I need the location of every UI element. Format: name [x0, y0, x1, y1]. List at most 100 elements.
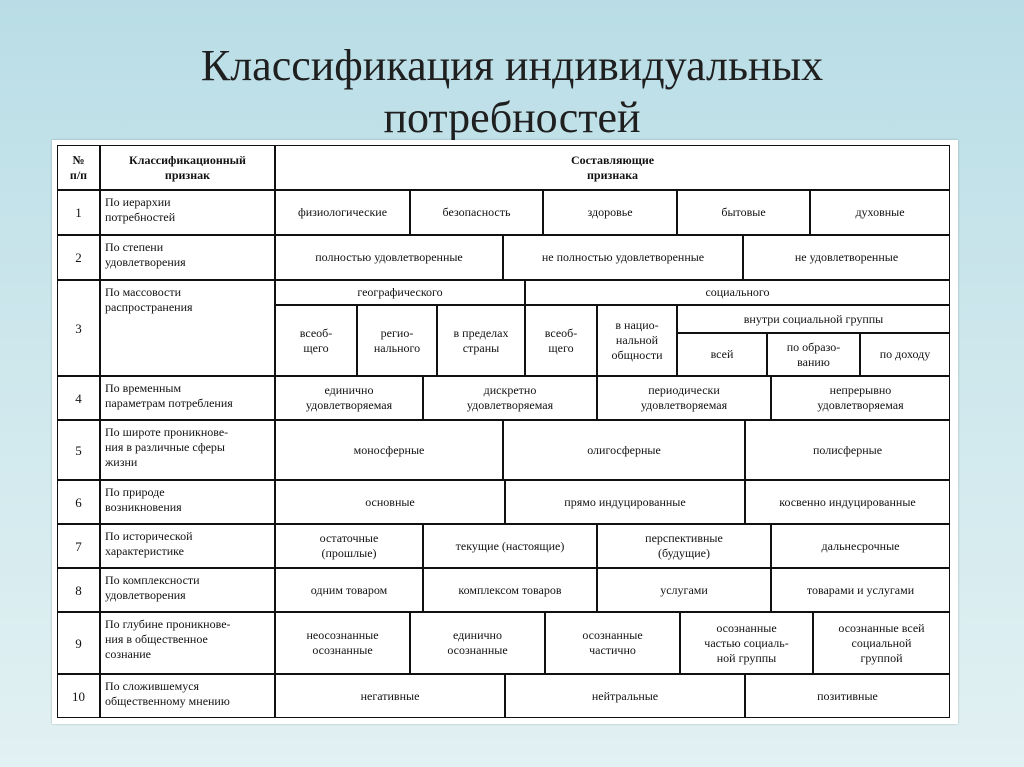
row-3-cell: в пределах страны — [437, 305, 525, 376]
row-4-cell-text: непрерывно удовлетворяемая — [817, 383, 904, 412]
row-3-cell: всеоб- щего — [275, 305, 357, 376]
row-5-cell: моносферные — [275, 420, 503, 480]
row-7-cell: остаточные (прошлые) — [275, 524, 423, 568]
row-7-cell-text: дальнесрочные — [821, 538, 900, 553]
row-7-num-text: 7 — [75, 538, 82, 554]
row-9-cell-text: осознанные всей социальной группой — [838, 620, 925, 665]
row-3-cell-text: по образо- ванию — [786, 339, 841, 369]
row-1-num-text: 1 — [75, 205, 82, 220]
header-num: № п/п — [57, 145, 100, 190]
row-3-group-geographic-text: географического — [357, 285, 443, 299]
row-3-group-social-text: социального — [705, 285, 770, 299]
row-3-cell: всеоб- щего — [525, 305, 597, 376]
row-3-group-within-text: внутри социальной группы — [743, 311, 884, 326]
row-1-cell-text: здоровье — [587, 205, 633, 219]
row-5-cell: полисферные — [745, 420, 950, 480]
row-10-cell-text: негативные — [360, 688, 420, 703]
row-2-criterion: По степени удовлетворения — [100, 235, 275, 280]
row-4-criterion: По временным параметрам потребления — [100, 376, 275, 420]
row-6-cell: прямо индуцированные — [505, 480, 745, 524]
row-2-num: 2 — [57, 235, 100, 280]
row-9-cell: осознанные частично — [545, 612, 680, 674]
row-10-num: 10 — [57, 674, 100, 718]
row-1-cell: безопасность — [410, 190, 543, 235]
row-3-cell-text: в нацио- нальной общности — [611, 318, 663, 362]
row-9-cell: единично осознанные — [410, 612, 545, 674]
row-4-cell: единично удовлетворяемая — [275, 376, 423, 420]
row-3-cell: регио- нального — [357, 305, 437, 376]
row-9-cell: осознанные всей социальной группой — [813, 612, 950, 674]
row-1-num: 1 — [57, 190, 100, 235]
row-9-num: 9 — [57, 612, 100, 674]
row-5-cell: олигосферные — [503, 420, 745, 480]
row-10-cell: нейтральные — [505, 674, 745, 718]
row-1-cell-text: духовные — [855, 205, 905, 219]
row-5-cell-text: моносферные — [353, 442, 425, 457]
row-9-cell: осознанные частью социаль- ной группы — [680, 612, 813, 674]
row-6-cell-text: основные — [365, 494, 415, 509]
row-1-cell-text: бытовые — [721, 205, 766, 219]
row-1-criterion: По иерархии потребностей — [100, 190, 275, 235]
row-4-cell: дискретно удовлетворяемая — [423, 376, 597, 420]
row-3-cell-text: всей — [710, 347, 734, 361]
row-3-cell: всей — [677, 333, 767, 376]
header-criterion-text: Классификационный признак — [129, 152, 246, 182]
row-6-criterion-text: По природе возникновения — [105, 485, 182, 514]
row-3-group-within: внутри социальной группы — [677, 305, 950, 333]
row-5-num: 5 — [57, 420, 100, 480]
row-3-cell: по образо- ванию — [767, 333, 860, 376]
row-7-cell-text: текущие (настоящие) — [455, 538, 565, 553]
row-3-cell-text: по доходу — [879, 347, 931, 361]
row-2-cell-text: не полностью удовлетворенные — [541, 250, 705, 264]
row-5-cell-text: олигосферные — [587, 442, 661, 457]
row-9-cell-text: осознанные частью социаль- ной группы — [704, 620, 789, 665]
row-7-cell: текущие (настоящие) — [423, 524, 597, 568]
row-3-num-text: 3 — [75, 320, 82, 336]
row-2-cell: полностью удовлетворенные — [275, 235, 503, 280]
row-4-num-text: 4 — [75, 390, 82, 406]
row-4-cell: периодически удовлетворяемая — [597, 376, 771, 420]
row-3-cell-text: всеоб- щего — [299, 325, 333, 355]
row-9-cell-text: неосознанные осознанные — [306, 628, 379, 657]
row-3-group-geographic: географического — [275, 280, 525, 305]
row-2-cell-text: не удовлетворенные — [794, 250, 899, 264]
row-8-cell: одним товаром — [275, 568, 423, 612]
row-6-criterion: По природе возникновения — [100, 480, 275, 524]
row-7-cell-text: перспективные (будущие) — [645, 531, 723, 560]
row-9-criterion: По глубине проникнове- ния в общественно… — [100, 612, 275, 674]
row-2-cell: не полностью удовлетворенные — [503, 235, 743, 280]
classification-table: № п/п Классификационный признак Составляющ… — [52, 140, 958, 724]
row-9-num-text: 9 — [75, 635, 82, 651]
row-4-cell-text: периодически удовлетворяемая — [640, 383, 728, 412]
row-8-cell-text: услугами — [660, 582, 708, 597]
row-6-num: 6 — [57, 480, 100, 524]
row-9-cell: неосознанные осознанные — [275, 612, 410, 674]
row-4-cell: непрерывно удовлетворяемая — [771, 376, 950, 420]
row-10-num-text: 10 — [72, 688, 85, 704]
row-9-criterion-text: По глубине проникнове- ния в общественно… — [105, 617, 231, 661]
row-7-criterion-text: По исторической характеристике — [105, 529, 193, 558]
row-1-cell: духовные — [810, 190, 950, 235]
row-10-criterion: По сложившемуся общественному мнению — [100, 674, 275, 718]
row-7-cell-text: остаточные (прошлые) — [319, 531, 379, 560]
row-4-cell-text: дискретно удовлетворяемая — [466, 383, 554, 412]
slide-title: Классификация индивидуальных потребносте… — [200, 41, 824, 142]
header-components: Составляющие признака — [275, 145, 950, 190]
row-8-criterion-text: По комплексности удовлетворения — [105, 573, 200, 602]
row-6-cell: основные — [275, 480, 505, 524]
row-6-cell-text: косвенно индуцированные — [779, 494, 916, 509]
row-1-cell-text: физиологические — [297, 205, 388, 219]
row-10-cell: негативные — [275, 674, 505, 718]
row-3-cell: по доходу — [860, 333, 950, 376]
row-7-cell: перспективные (будущие) — [597, 524, 771, 568]
row-5-num-text: 5 — [75, 442, 82, 458]
row-7-criterion: По исторической характеристике — [100, 524, 275, 568]
row-8-cell: комплексом товаров — [423, 568, 597, 612]
row-1-cell: здоровье — [543, 190, 677, 235]
row-4-criterion-text: По временным параметрам потребления — [105, 381, 233, 410]
row-5-cell-text: полисферные — [812, 442, 883, 457]
row-8-cell-text: одним товаром — [310, 582, 388, 597]
row-3-cell: в нацио- нальной общности — [597, 305, 677, 376]
row-2-cell-text: полностью удовлетворенные — [315, 250, 463, 264]
row-7-num: 7 — [57, 524, 100, 568]
